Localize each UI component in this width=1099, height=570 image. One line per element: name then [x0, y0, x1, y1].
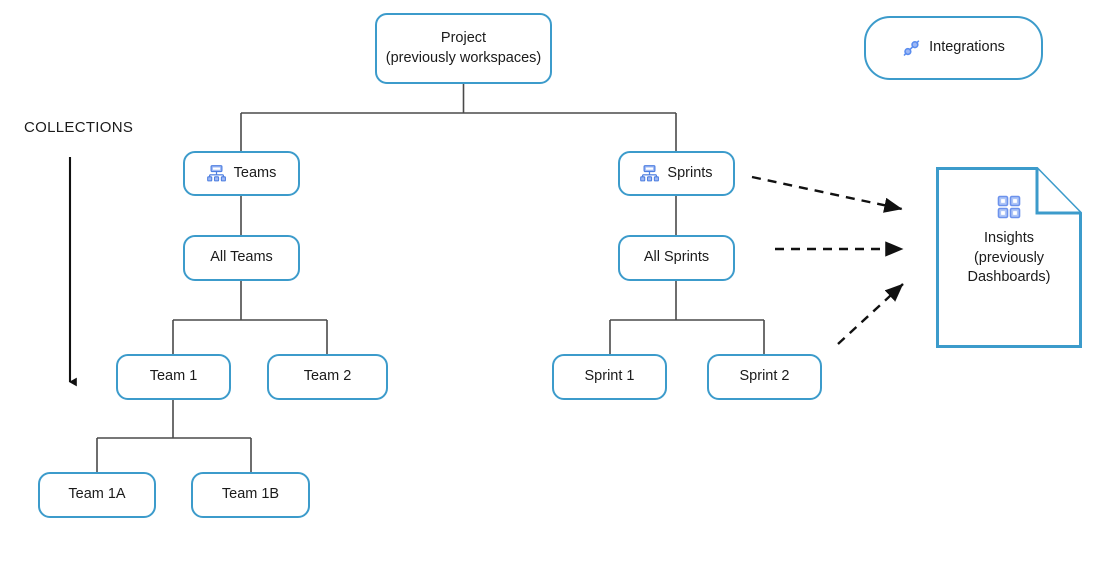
edge-sprints-to-insights	[751, 175, 903, 213]
node-team-2[interactable]: Team 2	[267, 354, 388, 400]
node-sprint-1-label: Sprint 1	[584, 368, 635, 385]
node-team-1b[interactable]: Team 1B	[191, 472, 310, 518]
node-team-1a-label: Team 1A	[68, 486, 126, 503]
node-teams-label: Teams	[233, 164, 277, 181]
node-sprint-2-label: Sprint 2	[739, 368, 790, 385]
collections-caption: COLLECTIONS	[24, 119, 134, 136]
node-team-2-label: Team 2	[303, 368, 352, 385]
node-teams[interactable]: Teams	[183, 151, 300, 196]
org-chart-icon	[206, 164, 226, 183]
node-sprints-label: Sprints	[667, 164, 713, 181]
link-chain-icon	[902, 39, 921, 58]
node-team-1a[interactable]: Team 1A	[38, 472, 156, 518]
node-sprint-2[interactable]: Sprint 2	[707, 354, 822, 400]
node-integrations[interactable]: Integrations	[864, 16, 1043, 80]
node-all-teams-label: All Teams	[210, 249, 273, 266]
node-integrations-label: Integrations	[929, 39, 1005, 56]
node-all-sprints-label: All Sprints	[643, 249, 710, 266]
node-sprints[interactable]: Sprints	[618, 151, 735, 196]
org-chart-icon	[640, 164, 660, 183]
node-project-label: Project (previously workspaces)	[385, 29, 542, 66]
node-team-1-label: Team 1	[149, 368, 198, 385]
node-team-1b-label: Team 1B	[221, 486, 280, 503]
edge-sprint2-to-insights	[837, 283, 904, 345]
node-team-1[interactable]: Team 1	[116, 354, 231, 400]
node-insights[interactable]: Insights (previously Dashboards)	[936, 167, 1082, 348]
node-project[interactable]: Project (previously workspaces)	[375, 13, 552, 84]
node-all-sprints[interactable]: All Sprints	[618, 235, 735, 281]
node-all-teams[interactable]: All Teams	[183, 235, 300, 281]
node-sprint-1[interactable]: Sprint 1	[552, 354, 667, 400]
